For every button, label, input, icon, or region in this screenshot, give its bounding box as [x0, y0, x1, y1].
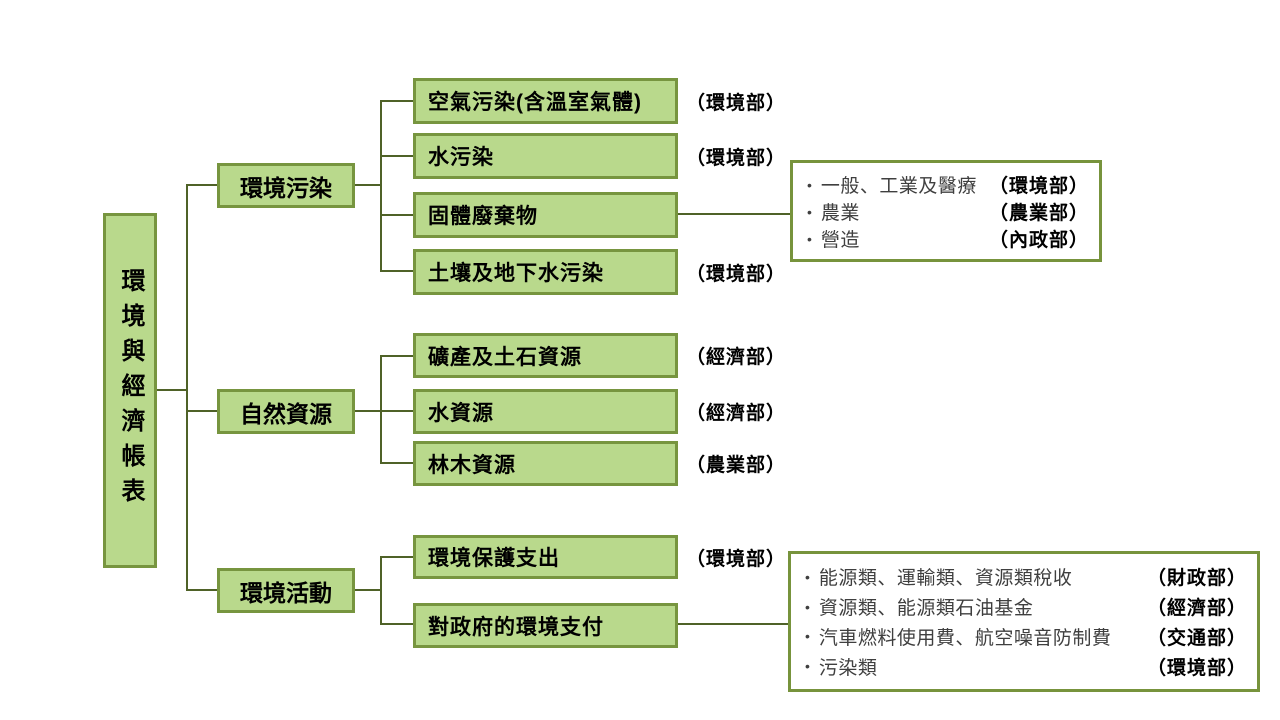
- branch-label: 環境活動: [240, 579, 332, 606]
- branch-node-natural-resources: 自然資源: [217, 389, 355, 434]
- detail-item-text: 一般、工業及醫療: [820, 176, 977, 197]
- connector-line: [186, 589, 217, 591]
- connector-line: [678, 213, 790, 215]
- leaf-label: 土壤及地下水污染: [428, 262, 604, 285]
- bullet-icon: •: [805, 628, 810, 645]
- bullet-icon: •: [807, 203, 812, 220]
- connector-line: [380, 623, 413, 625]
- ministry-label: （農業部）: [988, 203, 1089, 224]
- leaf-label: 礦產及土石資源: [428, 345, 582, 369]
- branch-label: 自然資源: [240, 400, 332, 427]
- branch-node-environmental-pollution: 環境污染: [217, 163, 355, 208]
- detail-item: • 資源類、能源類石油基金 （經濟部）: [801, 593, 1247, 620]
- detail-item: • 營造 （內政部）: [803, 225, 1089, 252]
- detail-item-text: 能源類、運輸類、資源類稅收: [818, 568, 1073, 590]
- bullet-icon: •: [807, 176, 812, 193]
- leaf-node-forest-resources: 林木資源: [413, 441, 678, 486]
- ministry-label: （環境部）: [686, 263, 787, 285]
- leaf-node-water-resources: 水資源: [413, 389, 678, 434]
- detail-item: • 能源類、運輸類、資源類稅收 （財政部）: [801, 563, 1247, 590]
- ministry-label: （經濟部）: [686, 347, 787, 368]
- detail-item: • 污染類 （環境部）: [801, 653, 1247, 680]
- ministry-label: （經濟部）: [686, 403, 787, 424]
- detail-item-text: 資源類、能源類石油基金: [818, 598, 1034, 620]
- leaf-node-air-pollution: 空氣污染(含溫室氣體): [413, 78, 678, 124]
- branch-node-environmental-activities: 環境活動: [217, 568, 355, 613]
- ministry-label: （經濟部）: [1146, 598, 1247, 620]
- leaf-node-water-pollution: 水污染: [413, 133, 678, 179]
- ministry-label: （環境部）: [686, 92, 787, 114]
- ministry-label: （內政部）: [988, 230, 1089, 251]
- ministry-label: （財政部）: [1146, 568, 1247, 590]
- leaf-label: 空氣污染(含溫室氣體): [428, 91, 642, 114]
- bullet-icon: •: [805, 598, 810, 615]
- connector-line: [355, 410, 382, 412]
- connector-line: [380, 556, 413, 558]
- detail-item-text: 營造: [820, 230, 860, 251]
- detail-item-text: 污染類: [818, 657, 878, 679]
- connector-line: [380, 410, 413, 412]
- ministry-label: （環境部）: [988, 176, 1089, 197]
- leaf-node-solid-waste: 固體廢棄物: [413, 192, 678, 238]
- leaf-node-soil-groundwater-pollution: 土壤及地下水污染: [413, 249, 678, 295]
- bullet-icon: •: [807, 230, 812, 247]
- leaf-node-environmental-protection-expenditure: 環境保護支出: [413, 535, 678, 579]
- connector-line: [186, 410, 217, 412]
- connector-line: [380, 214, 413, 216]
- root-node-label: 環境與經濟帳表: [117, 268, 144, 513]
- connector-line: [186, 184, 188, 591]
- ministry-label: （農業部）: [686, 455, 787, 476]
- leaf-label: 環境保護支出: [428, 547, 560, 570]
- detail-box-government-payments: • 能源類、運輸類、資源類稅收 （財政部） • 資源類、能源類石油基金 （經濟部…: [788, 551, 1260, 692]
- bullet-icon: •: [805, 568, 810, 585]
- connector-line: [380, 100, 413, 102]
- leaf-label: 固體廢棄物: [428, 205, 538, 228]
- connector-line: [380, 155, 413, 157]
- detail-item-text: 農業: [820, 203, 860, 224]
- detail-item: • 汽車燃料使用費、航空噪音防制費 （交通部）: [801, 623, 1247, 650]
- branch-label: 環境污染: [240, 174, 332, 201]
- connector-line: [380, 462, 413, 464]
- leaf-label: 林木資源: [428, 453, 516, 477]
- ministry-label: （交通部）: [1146, 627, 1247, 649]
- ministry-label: （環境部）: [1146, 657, 1247, 679]
- detail-box-solid-waste: • 一般、工業及醫療 （環境部） • 農業 （農業部） • 營造 （內政部）: [790, 160, 1102, 262]
- leaf-label: 對政府的環境支付: [428, 615, 604, 639]
- leaf-label: 水資源: [428, 401, 494, 425]
- leaf-label: 水污染: [428, 146, 494, 169]
- connector-line: [380, 100, 382, 272]
- connector-line: [186, 184, 217, 186]
- ministry-label: （環境部）: [686, 548, 787, 570]
- detail-item-text: 汽車燃料使用費、航空噪音防制費: [818, 627, 1112, 649]
- connector-line: [380, 355, 413, 357]
- connector-line: [380, 355, 382, 464]
- connector-line: [355, 589, 382, 591]
- connector-line: [380, 556, 382, 625]
- ministry-label: （環境部）: [686, 147, 787, 169]
- connector-line: [380, 270, 413, 272]
- leaf-node-mineral-and-aggregate-resources: 礦產及土石資源: [413, 333, 678, 378]
- root-node-environment-economic-accounts: 環境與經濟帳表: [103, 213, 157, 568]
- connector-line: [157, 389, 188, 391]
- detail-item: • 一般、工業及醫療 （環境部）: [803, 171, 1089, 198]
- detail-item: • 農業 （農業部）: [803, 198, 1089, 225]
- leaf-node-environmental-payments-to-government: 對政府的環境支付: [413, 603, 678, 648]
- connector-line: [355, 184, 382, 186]
- connector-line: [678, 623, 788, 625]
- bullet-icon: •: [805, 658, 810, 675]
